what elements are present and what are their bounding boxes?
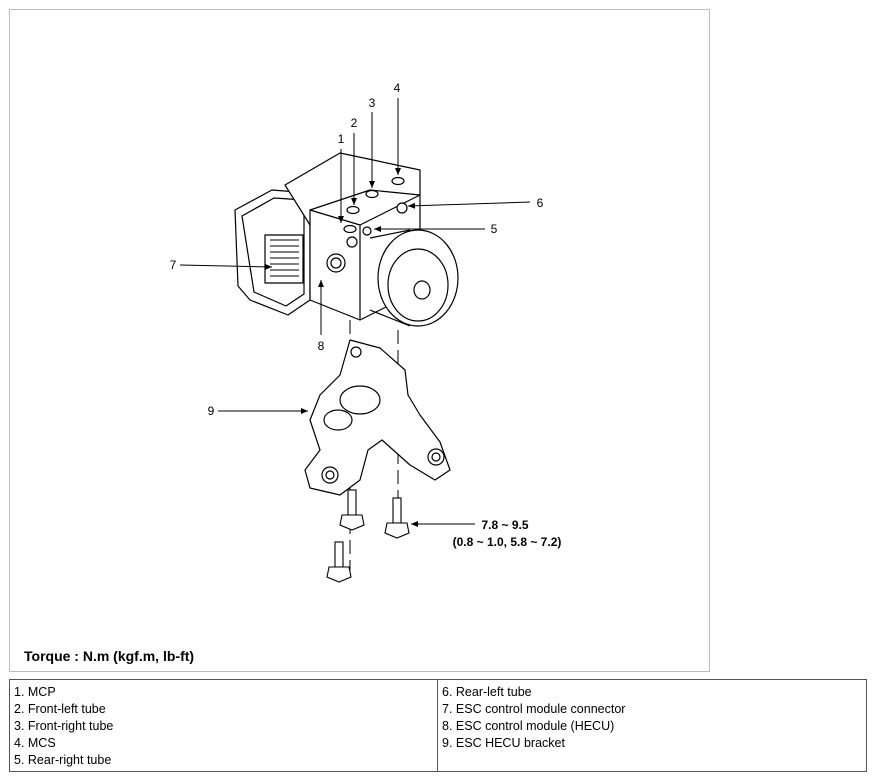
- torque-value-conversions: (0.8 ~ 1.0, 5.8 ~ 7.2): [453, 535, 562, 549]
- legend-column-right: 6. Rear-left tube 7. ESC control module …: [438, 680, 866, 771]
- callout-1: 1: [338, 132, 345, 146]
- legend-item-esc-hecu-bracket: 9. ESC HECU bracket: [442, 736, 565, 750]
- callout-4: 4: [394, 81, 401, 95]
- legend-column-left: 1. MCP 2. Front-left tube 3. Front-right…: [10, 680, 438, 771]
- callout-7: 7: [170, 258, 177, 272]
- torque-value-nm: 7.8 ~ 9.5: [481, 518, 528, 532]
- callout-5: 5: [491, 222, 498, 236]
- callout-8: 8: [318, 339, 325, 353]
- legend-item-rear-left-tube: 6. Rear-left tube: [442, 685, 532, 699]
- callout-3: 3: [369, 96, 376, 110]
- legend-item-esc-module-connector: 7. ESC control module connector: [442, 702, 626, 716]
- leader-lines: [179, 98, 531, 527]
- bracket-drawing: [304, 339, 451, 496]
- legend-item-mcp: 1. MCP: [14, 685, 56, 699]
- mounting-bolts: [326, 489, 410, 583]
- legend-item-esc-control-module: 8. ESC control module (HECU): [442, 719, 615, 733]
- torque-unit-caption: Torque : N.m (kgf.m, lb-ft): [24, 648, 195, 664]
- legend-item-rear-right-tube: 5. Rear-right tube: [14, 753, 112, 767]
- hecu-exploded-diagram: 1 2 3 4 5 6 7 8 9 7.8 ~ 9.5 (0.8 ~ 1.0, …: [170, 81, 562, 583]
- legend-item-front-right-tube: 3. Front-right tube: [14, 719, 114, 733]
- callout-9: 9: [208, 404, 215, 418]
- callout-2: 2: [351, 116, 358, 130]
- figure-frame: 1 2 3 4 5 6 7 8 9 7.8 ~ 9.5 (0.8 ~ 1.0, …: [9, 9, 710, 672]
- hecu-unit-drawing: [234, 152, 459, 327]
- callout-6: 6: [537, 196, 544, 210]
- parts-legend-table: 1. MCP 2. Front-left tube 3. Front-right…: [9, 679, 867, 772]
- legend-item-front-left-tube: 2. Front-left tube: [14, 702, 106, 716]
- legend-item-mcs: 4. MCS: [14, 736, 56, 750]
